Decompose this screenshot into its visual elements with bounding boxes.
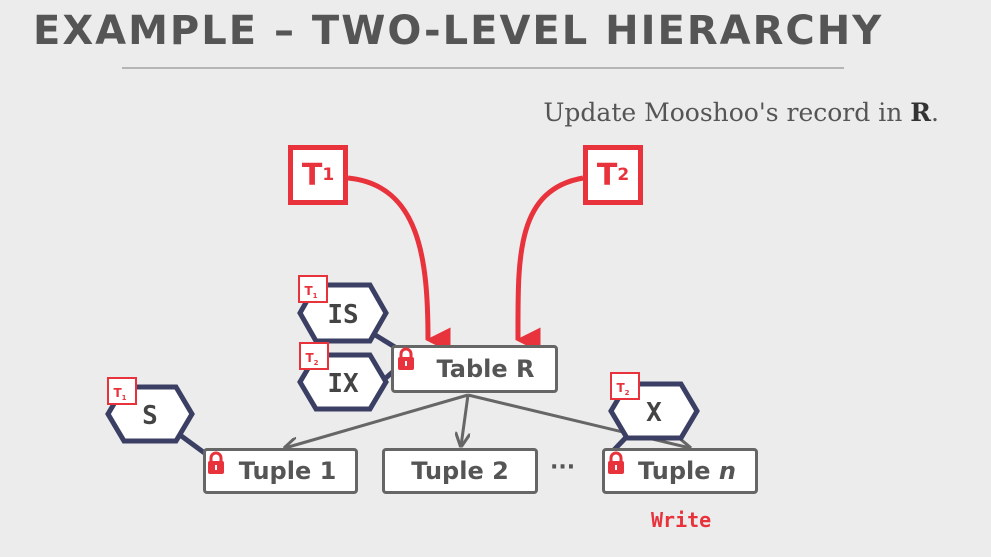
tuple-1-node: Tuple 1 [203,448,358,494]
lock-icon [208,451,224,474]
lock-icon [398,347,414,370]
edge-table-tuple1 [285,393,469,448]
ix-owner-tag: T2 [299,342,329,370]
edge-table-tuple2 [461,394,468,446]
tuple-n-label: Tuple n [638,457,736,485]
s-label: S [142,401,158,431]
svg-text:T2: T2 [616,381,629,397]
tuple-1-label: Tuple 1 [238,457,337,485]
tuple-n-prefix: Tuple [638,457,719,485]
svg-text:T1: T1 [304,284,317,300]
lock-icon [608,451,624,474]
t2-request-arrow [515,175,584,353]
svg-text:T2: T2 [305,351,318,367]
is-label: IS [327,300,358,330]
tuple-2-node: Tuple 2 [382,448,538,494]
t1-request-arrow [347,175,451,353]
subtitle-table-name: R [910,98,932,127]
table-r-label: Table R [436,355,535,383]
write-action-label: Write [651,508,712,532]
tuple-n-italic: n [718,457,736,485]
tuple-n-node: Tuple n [602,448,758,494]
t1-subscript: 1 [322,165,335,185]
is-owner-tag: T1 [298,275,328,303]
more-tuples-ellipsis: ··· [550,455,576,480]
t2-subscript: 2 [617,165,630,185]
subtitle-text: Update Mooshoo's record in [543,98,911,127]
slide-subtitle: Update Mooshoo's record in R. [543,98,939,127]
t2-letter: T [596,157,618,193]
subtitle-period: . [931,98,939,127]
x-label: X [646,398,662,428]
t1-letter: T [301,157,323,193]
slide-title: EXAMPLE – TWO-LEVEL HIERARCHY [33,8,884,54]
ix-label: IX [327,369,359,399]
table-r-node: Table R [391,345,558,393]
x-owner-tag: T2 [610,372,640,400]
s-owner-tag: T1 [107,377,137,405]
tuple-2-label: Tuple 2 [411,457,509,485]
svg-text:T1: T1 [113,386,126,402]
title-divider [122,67,844,69]
